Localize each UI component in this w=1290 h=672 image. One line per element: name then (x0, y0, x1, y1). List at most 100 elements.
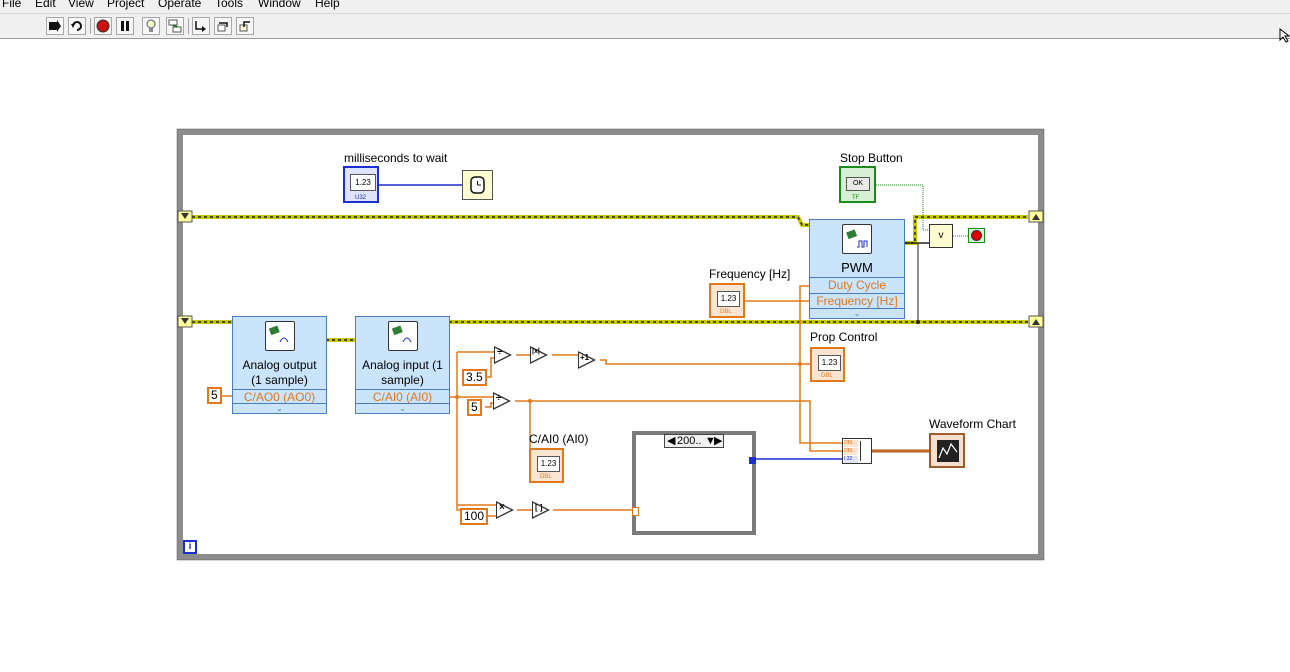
step-out-icon (239, 21, 250, 32)
menu-view[interactable]: View (68, 0, 94, 10)
stop-button-label: Stop Button (840, 151, 903, 165)
pwm-express-vi[interactable]: PWM Duty Cycle Frequency [Hz] ⌄ (809, 219, 905, 319)
pause-button[interactable] (116, 17, 134, 35)
menu-edit[interactable]: Edit (35, 0, 56, 10)
iteration-terminal[interactable]: i (183, 540, 197, 554)
menu-file[interactable]: File (2, 0, 22, 10)
step-into-icon (195, 21, 206, 32)
step-over-icon (217, 22, 228, 32)
menu-operate[interactable]: Operate (158, 0, 202, 10)
abort-button[interactable] (94, 17, 112, 35)
retain-wire-values-button[interactable] (166, 17, 184, 35)
cai0-indicator[interactable]: 1.23 DBL (529, 448, 564, 483)
run-continuously-icon (71, 21, 82, 31)
waveform-chart-label: Waveform Chart (929, 417, 1016, 431)
frequency-tag: DBL (720, 309, 732, 315)
analog-output-icon (265, 321, 295, 351)
pause-icon (121, 21, 129, 31)
cai0-label: C/AI0 (AI0) (529, 432, 589, 446)
constant-3-5[interactable]: 3.5 (462, 369, 487, 386)
divide-symbol-1: ÷ (497, 347, 503, 358)
constant-100[interactable]: 100 (460, 508, 489, 525)
run-button[interactable] (46, 17, 64, 35)
menu-bar: File Edit View Project Operate Tools Win… (0, 0, 1290, 14)
multiply-symbol: × (499, 502, 505, 513)
analog-input-expand-icon[interactable]: ⌄ (356, 403, 449, 413)
case-prev-icon[interactable]: ◀ (667, 435, 676, 447)
analog-output-expand-icon[interactable]: ⌄ (233, 403, 326, 413)
wait-function[interactable] (462, 170, 493, 200)
retain-wire-values-icon (168, 19, 182, 33)
pointer-cursor-icon (1279, 28, 1290, 43)
prop-control-indicator[interactable]: 1.23 DBL (810, 347, 845, 382)
case-output-tunnel[interactable] (749, 457, 756, 464)
loop-condition-terminal[interactable] (968, 228, 985, 243)
constant-5[interactable]: 5 (467, 399, 482, 416)
multiply-function[interactable]: × (496, 501, 514, 519)
bundle-tag-2: DBL (844, 448, 858, 455)
analog-input-express-vi[interactable]: Analog input (1 sample) C/AI0 (AI0) ⌄ (355, 316, 450, 414)
analog-input-title-1: Analog input (1 (362, 358, 443, 372)
prop-control-tag: DBL (821, 373, 833, 379)
prop-control-value: 1.23 (818, 355, 841, 371)
cai0-tag: DBL (540, 474, 552, 480)
menu-project[interactable]: Project (107, 0, 145, 10)
constant-ao-value[interactable]: 5 (207, 387, 222, 404)
menu-tools[interactable]: Tools (215, 0, 244, 10)
round-to-nearest-function[interactable]: [ ] (532, 501, 550, 519)
analog-output-channel-pin[interactable]: C/AO0 (AO0) (233, 389, 326, 405)
or-symbol: v (938, 230, 944, 241)
increment-function[interactable]: +1 (578, 351, 596, 369)
cai0-value: 1.23 (537, 456, 560, 472)
wait-clock-icon (470, 176, 485, 194)
highlight-execution-button[interactable] (142, 17, 160, 35)
while-loop-frame (177, 129, 1044, 560)
waveform-chart-icon (937, 440, 959, 462)
case-dropdown-icon[interactable]: ▼ (705, 435, 716, 447)
frequency-control[interactable]: 1.23 DBL (709, 283, 745, 318)
run-arrow-icon (49, 20, 61, 32)
analog-input-icon (388, 321, 418, 351)
abs-symbol: |x| (532, 348, 540, 355)
bundle-function[interactable]: DBL DBL I 32 (842, 438, 872, 464)
step-out-button[interactable] (236, 17, 254, 35)
or-function[interactable]: v (929, 224, 953, 248)
wait-ms-control[interactable]: 1.23 U32 (343, 166, 379, 203)
case-selector-value: 200.. (677, 435, 702, 447)
run-continuously-button[interactable] (68, 17, 86, 35)
divide-function-1[interactable]: ÷ (494, 346, 512, 364)
pwm-expand-icon[interactable]: ⌄ (810, 308, 904, 318)
iteration-symbol: i (188, 541, 192, 552)
case-selector-terminal[interactable] (632, 507, 639, 516)
case-structure[interactable]: ◀ 200.. ▼ ▶ (632, 431, 756, 535)
absolute-value-function[interactable]: |x| (530, 346, 548, 364)
step-into-button[interactable] (192, 17, 210, 35)
divide-symbol-2: ÷ (496, 393, 502, 404)
waveform-chart-indicator[interactable] (929, 433, 965, 468)
stop-button-ok: OK (846, 177, 870, 191)
analog-output-express-vi[interactable]: Analog output (1 sample) C/AO0 (AO0) ⌄ (232, 316, 327, 414)
step-over-button[interactable] (214, 17, 232, 35)
bundle-tag-1: DBL (844, 440, 858, 447)
pwm-title: PWM (841, 260, 873, 275)
analog-output-title-2: (1 sample) (251, 373, 308, 387)
stop-sign-icon (971, 230, 982, 241)
pwm-frequency-pin[interactable]: Frequency [Hz] (810, 293, 904, 309)
menu-window[interactable]: Window (258, 0, 301, 10)
wait-ms-tag: U32 (355, 195, 367, 201)
case-next-icon[interactable]: ▶ (714, 435, 723, 447)
divide-function-2[interactable]: ÷ (493, 392, 511, 410)
bundle-tag-3: I 32 (844, 456, 858, 463)
wait-label: milliseconds to wait (344, 151, 448, 165)
stop-button-tag: TF (852, 195, 860, 201)
case-selector-label[interactable]: ◀ 200.. ▼ ▶ (664, 434, 724, 448)
analog-input-channel-pin[interactable]: C/AI0 (AI0) (356, 389, 449, 405)
frequency-label: Frequency [Hz] (709, 267, 791, 281)
toolbar-separator-2 (188, 18, 189, 34)
frequency-value: 1.23 (717, 291, 740, 307)
menu-help[interactable]: Help (315, 0, 340, 10)
stop-button-control[interactable]: OK TF (839, 166, 876, 203)
toolbar (0, 14, 1290, 39)
pwm-duty-cycle-pin[interactable]: Duty Cycle (810, 277, 904, 293)
pwm-icon (842, 224, 872, 254)
